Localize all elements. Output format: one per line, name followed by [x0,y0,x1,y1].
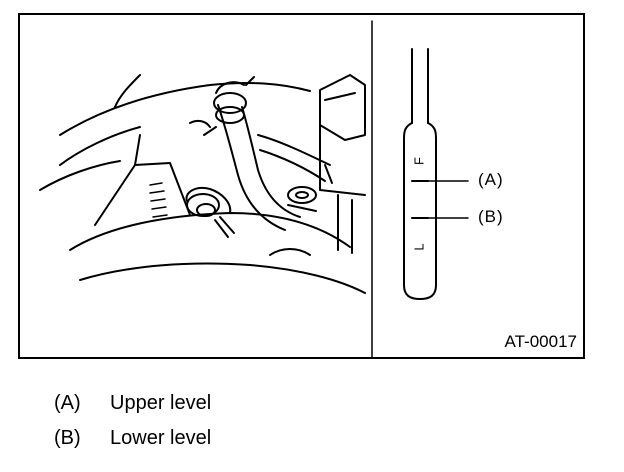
figure-frame: F L (A) (B) AT-00017 [18,13,585,359]
legend-key: (A) [54,392,81,414]
dipstick-handle [185,187,235,238]
lower-bracket [94,162,191,226]
engine-block [319,74,366,141]
body-contour-lower [79,262,366,294]
pipe-right-lower [259,149,326,182]
figure-id-label: AT-00017 [504,332,577,351]
legend-item-upper: (A) Upper level [54,392,211,415]
dipstick-blade [403,122,437,300]
body-contour-arch [69,212,351,251]
legend-text: Upper level [110,392,212,414]
engine-bay-drawing [39,74,366,294]
low-mark: L [411,243,426,250]
callout-a-label: (A) [478,170,504,189]
legend-key: (B) [54,427,81,449]
legend-item-lower: (B) Lower level [54,427,211,450]
body-contour-top [59,82,311,136]
engine-dipstick-illustration: F L [39,20,469,357]
body-contour-left [59,126,141,166]
legend-text: Lower level [110,427,212,449]
hatch-marks [149,182,168,218]
pipe-right-upper [257,134,331,166]
dipstick-detail: F L [403,48,469,300]
callout-b-label: (B) [478,207,504,226]
full-mark: F [411,157,426,165]
hose-inner [241,106,301,218]
hose-clamp [213,92,247,114]
